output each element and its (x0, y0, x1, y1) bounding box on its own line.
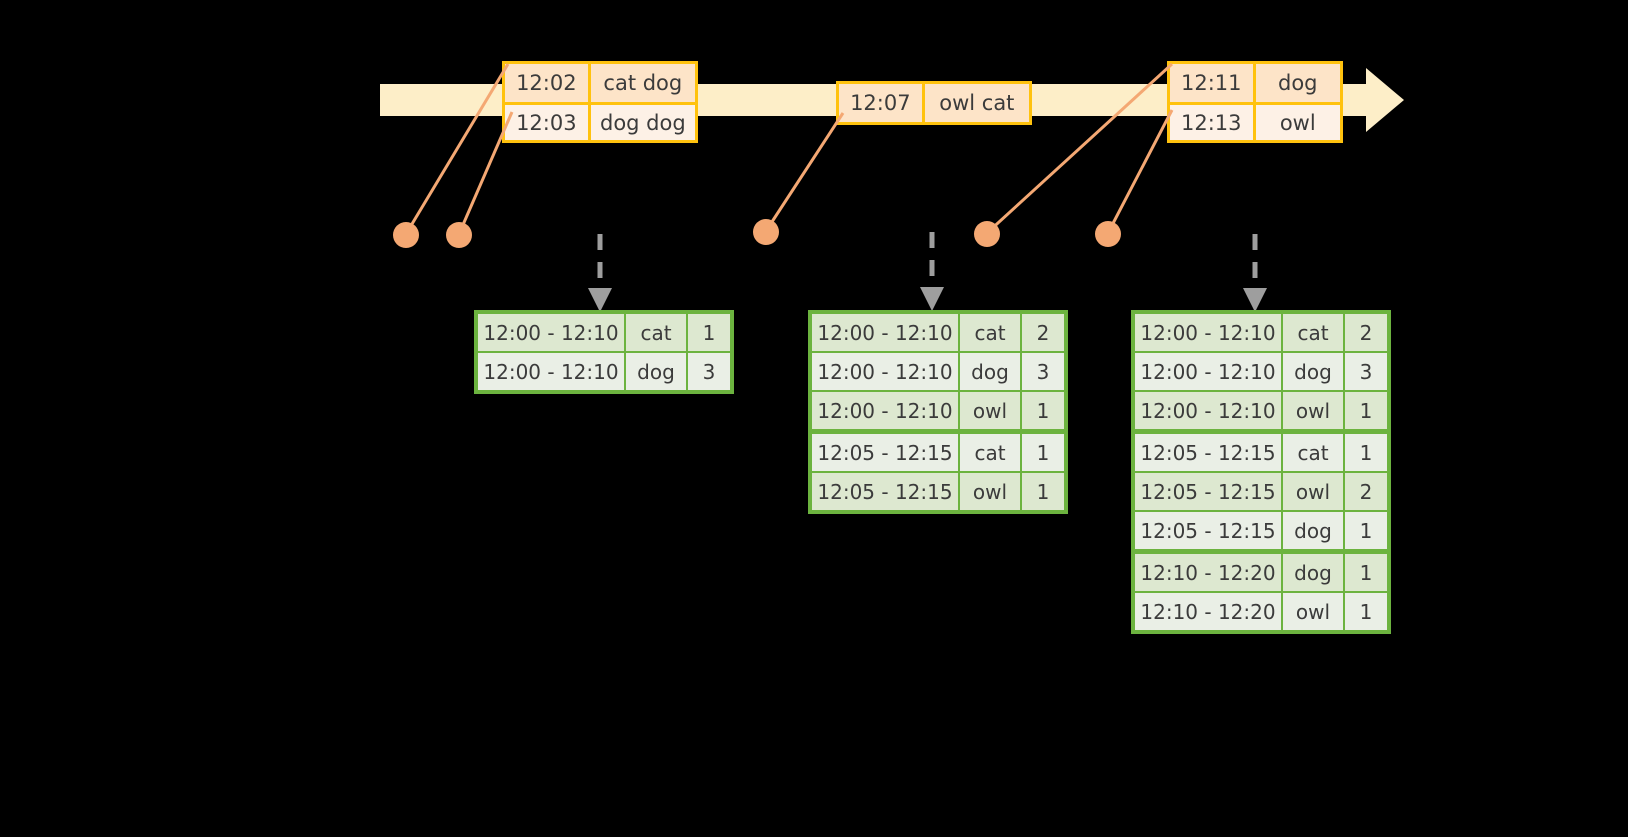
window-cell: 12:00 - 12:10 (1135, 353, 1281, 390)
window-cell: 12:05 - 12:15 (1135, 434, 1281, 471)
event-words: owl (1252, 105, 1340, 140)
dashed-arrow-head-3 (1243, 288, 1267, 312)
key-cell: dog (1283, 353, 1343, 390)
window-cell: 12:10 - 12:20 (1135, 554, 1281, 591)
count-cell: 1 (1345, 434, 1387, 471)
key-cell: owl (1283, 593, 1343, 630)
count-cell: 2 (1345, 314, 1387, 351)
count-cell: 1 (1022, 473, 1064, 510)
count-cell: 1 (1345, 512, 1387, 549)
timeline-event-row: 12:11 dog (1170, 64, 1340, 102)
connector-dot-5 (1095, 221, 1121, 247)
count-cell: 1 (1345, 593, 1387, 630)
count-cell: 1 (1022, 434, 1064, 471)
timeline-event-group-2: 12:07 owl cat (836, 81, 1032, 125)
event-time: 12:03 (505, 105, 588, 140)
connector-dot-4 (974, 221, 1000, 247)
connector-dot-1 (393, 222, 419, 248)
event-time: 12:13 (1170, 105, 1253, 140)
key-cell: owl (960, 392, 1020, 429)
key-cell: cat (960, 314, 1020, 351)
count-cell: 1 (1345, 554, 1387, 591)
event-time: 12:07 (839, 84, 922, 122)
count-cell: 2 (1022, 314, 1064, 351)
connector-dot-2 (446, 222, 472, 248)
timeline-event-row: 12:03 dog dog (505, 102, 695, 140)
count-cell: 1 (1345, 392, 1387, 429)
timeline-event-row: 12:02 cat dog (505, 64, 695, 102)
window-cell: 12:10 - 12:20 (1135, 593, 1281, 630)
event-words: dog dog (587, 105, 695, 140)
key-cell: dog (626, 353, 686, 390)
key-cell: cat (960, 434, 1020, 471)
connector-line-5 (1106, 109, 1174, 234)
count-cell: 3 (688, 353, 730, 390)
window-cell: 12:00 - 12:10 (478, 314, 624, 351)
key-cell: cat (626, 314, 686, 351)
window-cell: 12:05 - 12:15 (812, 434, 958, 471)
count-cell: 2 (1345, 473, 1387, 510)
count-cell: 3 (1022, 353, 1064, 390)
timeline-event-group-3: 12:11 dog 12:13 owl (1167, 61, 1343, 143)
event-time: 12:02 (505, 64, 588, 102)
key-cell: owl (1283, 473, 1343, 510)
event-words: cat dog (587, 64, 695, 102)
key-cell: owl (960, 473, 1020, 510)
key-cell: dog (960, 353, 1020, 390)
timeline-event-group-1: 12:02 cat dog 12:03 dog dog (502, 61, 698, 143)
connector-dot-3 (753, 219, 779, 245)
window-cell: 12:05 - 12:15 (1135, 473, 1281, 510)
dashed-arrow-head-2 (920, 287, 944, 311)
key-cell: owl (1283, 392, 1343, 429)
window-cell: 12:00 - 12:10 (812, 392, 958, 429)
event-time: 12:11 (1170, 64, 1253, 102)
count-cell: 1 (688, 314, 730, 351)
timeline-arrowhead-icon (1366, 68, 1404, 132)
count-cell: 1 (1022, 392, 1064, 429)
window-cell: 12:00 - 12:10 (1135, 392, 1281, 429)
connector-line-3 (764, 112, 845, 232)
key-cell: dog (1283, 512, 1343, 549)
timeline-event-row: 12:07 owl cat (839, 84, 1029, 122)
window-cell: 12:05 - 12:15 (812, 473, 958, 510)
key-cell: cat (1283, 434, 1343, 471)
window-cell: 12:05 - 12:15 (1135, 512, 1281, 549)
window-cell: 12:00 - 12:10 (812, 353, 958, 390)
event-words: dog (1252, 64, 1340, 102)
window-cell: 12:00 - 12:10 (478, 353, 624, 390)
dashed-arrow-head-1 (588, 288, 612, 312)
window-cell: 12:00 - 12:10 (1135, 314, 1281, 351)
key-cell: cat (1283, 314, 1343, 351)
count-cell: 3 (1345, 353, 1387, 390)
key-cell: dog (1283, 554, 1343, 591)
window-cell: 12:00 - 12:10 (812, 314, 958, 351)
timeline-event-row: 12:13 owl (1170, 102, 1340, 140)
event-words: owl cat (921, 84, 1029, 122)
